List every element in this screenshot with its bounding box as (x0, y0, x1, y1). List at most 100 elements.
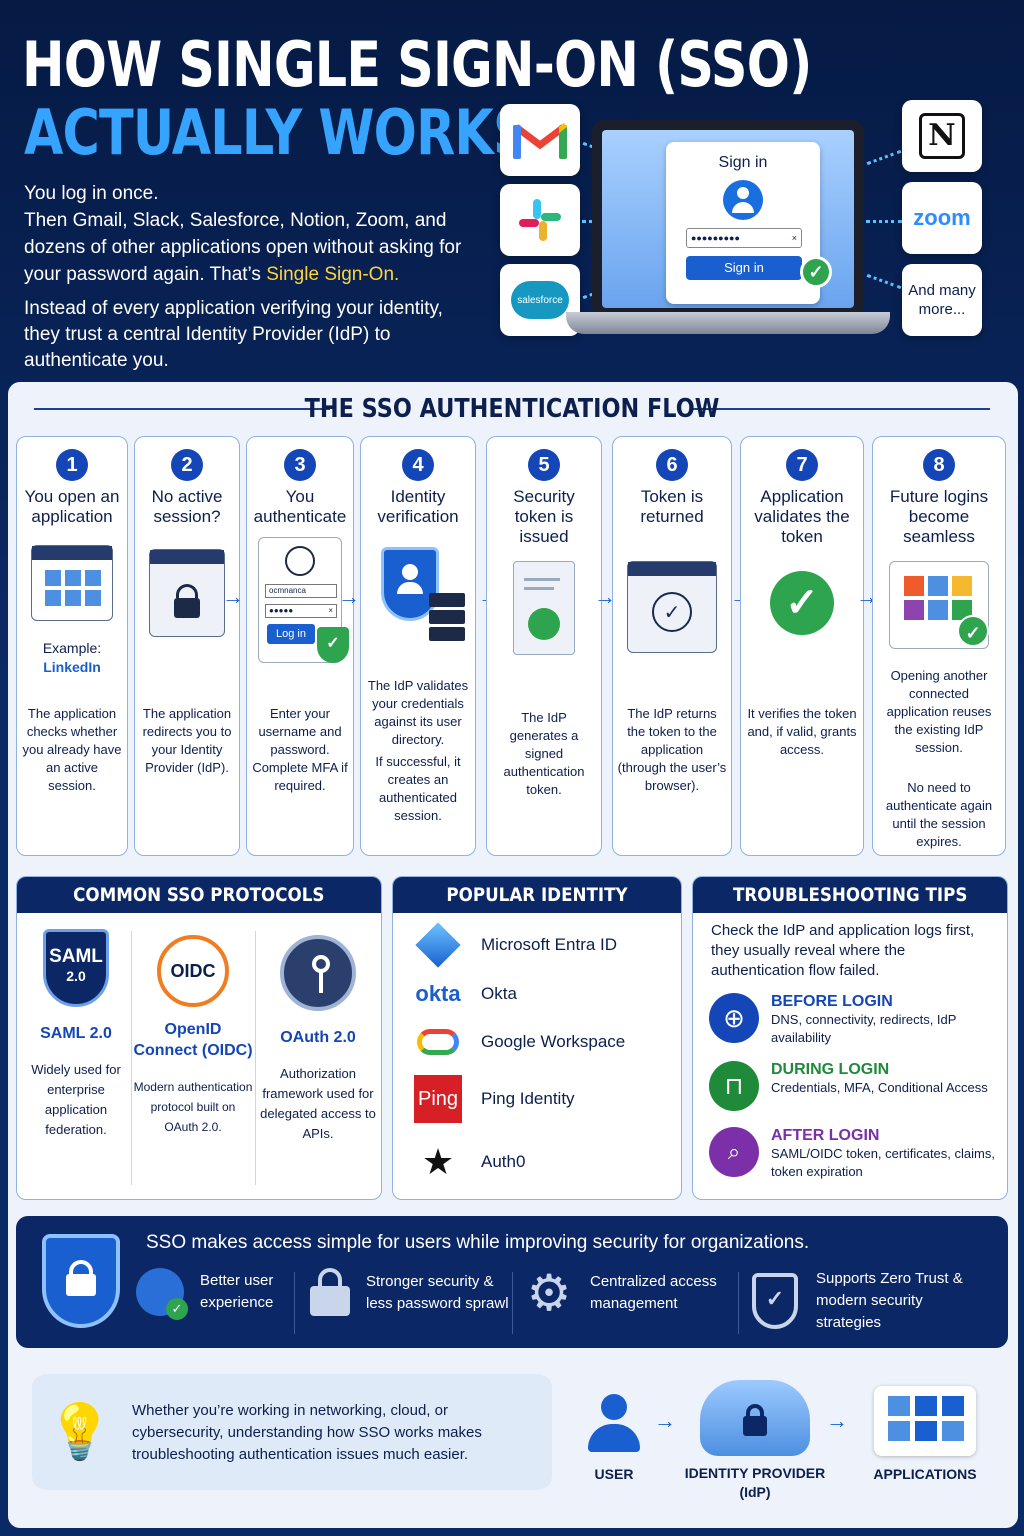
protocol-oidc: OIDC OpenID Connect (OIDC) Modern authen… (133, 929, 253, 1137)
step-number: 6 (656, 449, 688, 481)
step-title: No active session? (151, 487, 223, 526)
clear-icon[interactable]: × (791, 233, 797, 243)
hero-title-line2: ACTUALLY WORKS (24, 96, 530, 169)
shield-check-icon: ✓ (752, 1273, 798, 1329)
arrow-right-icon: → (222, 584, 244, 609)
divider (294, 1272, 295, 1334)
step-desc: Enter your username and password. Comple… (252, 706, 348, 793)
provider-google: Google Workspace (411, 1029, 625, 1055)
step-title: Application validates the token (754, 487, 850, 546)
check-circle-icon: ✓ (770, 571, 834, 635)
benefit-item: ✓ Supports Zero Trust & modern security … (752, 1268, 972, 1334)
step-desc: The application redirects you to your Id… (142, 706, 232, 775)
step-title: Token is returned (640, 487, 704, 526)
benefit-label: Stronger security & less password sprawl (366, 1273, 509, 1312)
step-title: You authenticate (253, 487, 347, 526)
step-number: 3 (284, 449, 316, 481)
flow-step-1: 1 You open an application Example: Linke… (16, 436, 128, 856)
protocol-name: SAML 2.0 (40, 1025, 112, 1042)
document-search-icon: ⌕ (709, 1127, 759, 1177)
provider-auth0: ★ Auth0 (411, 1141, 526, 1183)
check-icon: ✓ (957, 615, 989, 647)
benefit-item: ✓ Better user experience (136, 1268, 286, 1320)
signin-title: Sign in (718, 154, 768, 171)
hero-title-line1: HOW SINGLE SIGN-ON (SSO) (22, 28, 812, 101)
signin-password-value: ●●●●●●●●● (691, 233, 740, 243)
protocols-title: COMMON SSO PROTOCOLS (73, 884, 325, 906)
tip-note: 💡 Whether you’re working in networking, … (32, 1374, 552, 1490)
signin-button[interactable]: Sign in (686, 256, 802, 280)
salesforce-label: salesforce (511, 281, 569, 319)
tips-header: TROUBLESHOOTING TIPS (693, 877, 1007, 913)
login-button[interactable]: Log in (267, 624, 315, 644)
clear-icon[interactable]: × (328, 606, 333, 615)
providers-box: POPULAR IDENTITY PROVIDERS Microsoft Ent… (392, 876, 682, 1200)
tips-title: TROUBLESHOOTING TIPS (732, 884, 968, 906)
flow-title: THE SSO AUTHENTICATION FLOW (304, 394, 720, 424)
step-number: 4 (402, 449, 434, 481)
provider-name: Ping Identity (481, 1089, 575, 1108)
entra-icon (411, 922, 465, 968)
benefit-item: Stronger security & less password sprawl (310, 1268, 510, 1318)
divider (512, 1272, 513, 1334)
tip-heading: DURING LOGIN (771, 1061, 890, 1078)
note-text: Whether you’re working in networking, cl… (132, 1402, 482, 1463)
step-desc-2: If successful, it creates an authenticat… (375, 754, 461, 823)
flow-step-3: 3 You authenticate ocmnanca ●●●●●× Log i… (246, 436, 354, 856)
shield-check-icon: ✓ (317, 627, 349, 663)
step-title: Future logins become seamless (889, 487, 989, 546)
intro-highlight: Single Sign-On. (266, 264, 400, 285)
shield-user-icon (381, 547, 439, 621)
tip-desc: SAML/OIDC token, certificates, claims, t… (771, 1146, 995, 1179)
step-number: 2 (171, 449, 203, 481)
intro-para2: Instead of every application verifying y… (24, 298, 443, 371)
flow-label-idp: IDENTITY PROVIDER (IdP) (684, 1465, 826, 1500)
step-example-link[interactable]: LinkedIn (43, 659, 101, 675)
step-desc: The application checks whether you alrea… (22, 706, 122, 793)
zoom-icon: zoom (902, 182, 982, 254)
tips-intro: Check the IdP and application logs first… (711, 922, 975, 979)
protocol-saml: SAML 2.0 SAML 2.0 Widely used for enterp… (17, 929, 135, 1140)
arrow-right-icon: → (338, 584, 360, 609)
step-example-label: Example: (42, 640, 102, 656)
step-number: 5 (528, 449, 560, 481)
username-field[interactable]: ocmnanca (265, 584, 337, 598)
tips-box: TROUBLESHOOTING TIPS Check the IdP and a… (692, 876, 1008, 1200)
tip-heading: AFTER LOGIN (771, 1127, 880, 1144)
shield-lock-icon (42, 1234, 120, 1328)
benefit-label: Better user experience (200, 1272, 274, 1311)
tip-after-login: ⌕ AFTER LOGIN SAML/OIDC token, certificat… (709, 1127, 1007, 1181)
provider-ping: Ping Ping Identity (411, 1075, 575, 1123)
google-cloud-icon (411, 1029, 465, 1055)
tip-desc: Credentials, MFA, Conditional Access (771, 1080, 988, 1095)
step-title: Identity verification (377, 487, 459, 526)
benefits-banner: SSO makes access simple for users while … (16, 1216, 1008, 1348)
flow-step-8: 8 Future logins become seamless ✓ Openin… (872, 436, 1006, 856)
divider (34, 408, 330, 410)
flow-step-5: 5 Security token is issued The IdP gener… (486, 436, 602, 856)
server-icon (429, 593, 465, 643)
step-number: 8 (923, 449, 955, 481)
gmail-icon (500, 104, 580, 176)
providers-title: POPULAR IDENTITY PROVIDERS (446, 884, 628, 942)
password-field[interactable]: ●●●●●× (265, 604, 337, 618)
arrow-right-icon: → (594, 584, 616, 609)
saml-badge: SAML (49, 946, 103, 967)
document-icon (513, 561, 575, 655)
signin-password-field[interactable]: ●●●●●●●●● × (686, 228, 802, 248)
step-title: You open an application (24, 487, 120, 526)
intro-line2-text: Then Gmail, Slack, Salesforce, Notion, Z… (24, 210, 462, 285)
divider (692, 408, 990, 410)
signin-card: Sign in ●●●●●●●●● × Sign in (666, 142, 820, 304)
tip-desc: DNS, connectivity, redirects, IdP availa… (771, 1012, 957, 1045)
arrow-right-icon: → (826, 1408, 848, 1433)
oidc-badge: OIDC (157, 935, 229, 1007)
ping-logo: Ping (414, 1075, 462, 1123)
step-title: Security token is issued (513, 487, 575, 546)
lock-icon (310, 1268, 350, 1318)
banner-headline: SSO makes access simple for users while … (146, 1232, 810, 1253)
arrow-right-icon: → (654, 1408, 676, 1433)
flow-label-apps: APPLICATIONS (873, 1466, 977, 1482)
user-icon (588, 1394, 640, 1456)
